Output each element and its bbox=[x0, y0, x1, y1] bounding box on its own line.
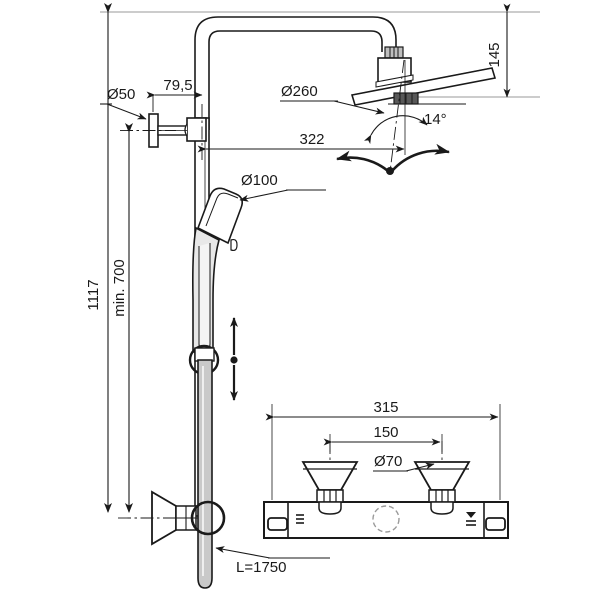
mixer-handle-right bbox=[413, 461, 471, 515]
dimension-mixer-centres: 150 bbox=[323, 424, 443, 452]
dimension-head-dia: Ø260 bbox=[280, 83, 385, 115]
hot-water-indicator bbox=[466, 512, 476, 526]
dimension-mixer-width: 315 bbox=[265, 399, 501, 500]
dim-d100-label: Ø100 bbox=[241, 172, 278, 189]
cold-water-indicator bbox=[296, 514, 304, 524]
vertical-slide-arrow bbox=[230, 317, 238, 401]
dim-14deg-label: 14° bbox=[424, 111, 447, 128]
dim-d50-label: Ø50 bbox=[107, 86, 135, 103]
head-swivel-nut bbox=[393, 92, 419, 105]
dimension-hose-length: L=1750 bbox=[215, 546, 330, 576]
dimension-min-height: min. 700 bbox=[111, 123, 133, 513]
dimension-bracket-dia: Ø50 bbox=[100, 86, 147, 120]
mixer-handle-left bbox=[301, 461, 359, 515]
dimension-handle-dia: Ø70 bbox=[373, 453, 435, 472]
dim-145-label: 145 bbox=[486, 42, 503, 67]
overhead-shower-head bbox=[350, 46, 497, 106]
dim-322-label: 322 bbox=[299, 131, 324, 148]
dim-min700-label: min. 700 bbox=[111, 259, 128, 317]
hand-shower bbox=[192, 187, 243, 353]
shower-riser-arm bbox=[194, 16, 397, 130]
extension-lines bbox=[100, 11, 540, 98]
dim-795-label: 79,5 bbox=[163, 77, 192, 94]
dimension-wall-offset: 79,5 bbox=[146, 77, 203, 112]
dimension-handshower-dia: Ø100 bbox=[239, 172, 326, 202]
dim-d260-label: Ø260 bbox=[281, 83, 318, 100]
arm-connector-nut bbox=[384, 46, 404, 59]
dimension-tilt-angle: 14° bbox=[363, 103, 466, 145]
dimension-head-height: 145 bbox=[486, 3, 511, 98]
thermostatic-mixer-body bbox=[263, 501, 509, 539]
dim-1117-label: 1117 bbox=[85, 279, 102, 310]
dim-150-label: 150 bbox=[373, 424, 398, 441]
dimension-total-height: 1117 bbox=[85, 3, 112, 513]
dim-L1750-label: L=1750 bbox=[236, 559, 286, 576]
tilt-swivel-arrow bbox=[336, 143, 450, 175]
shower-hose bbox=[197, 359, 213, 589]
dim-d70-label: Ø70 bbox=[374, 453, 402, 470]
slider-holder bbox=[188, 344, 220, 376]
dim-315-label: 315 bbox=[373, 399, 398, 416]
